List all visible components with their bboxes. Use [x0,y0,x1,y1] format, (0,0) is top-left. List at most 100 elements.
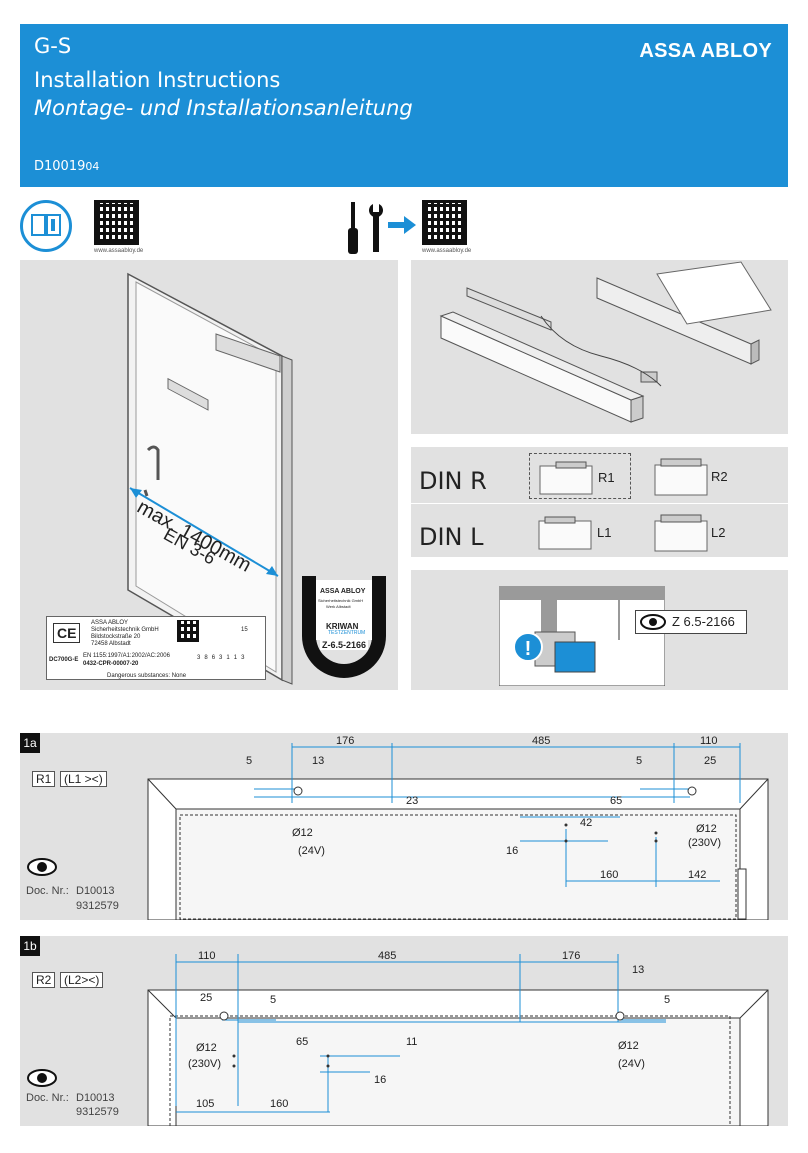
ce-digit: 1 [226,655,230,661]
dim-25: 25 [200,992,213,1004]
approval-ref: Z 6.5-2166 [672,614,735,629]
variant-l2-tag: (L2><) [60,972,104,988]
dim-13: 13 [632,964,645,976]
ce-dangerous: Dangerous substances: None [107,673,187,679]
din-l2-option[interactable]: L2 [649,509,749,555]
din-r2-option[interactable]: R2 [649,453,749,499]
arrow-right-icon [388,216,416,234]
din-r-label: DIN R [419,467,487,495]
doc-number-1: D10013 [76,885,115,897]
eye-icon [26,1068,58,1088]
dim-5-right: 5 [664,994,671,1006]
qr-code-right[interactable] [422,200,467,245]
ce-digit: 8 [204,655,208,661]
dim-5-left: 5 [246,755,253,767]
qr-caption-right: www.assaabloy.de [422,248,472,254]
brand-logo: ASSA ABLOY [639,40,772,62]
din-panel: DIN R DIN L R1 R2 L1 L2 [411,447,788,557]
variant-l1-tag: (L1 ><) [60,771,107,787]
ce-city: 72458 Albstadt [91,641,131,647]
din-l1-option[interactable]: L1 [529,509,629,555]
parts-drawing [439,261,772,423]
doc-label: Doc. Nr.: [26,1092,69,1104]
manual-book-icon [20,200,72,252]
model-name: G-S [34,34,72,58]
ce-digit: 3 [241,655,245,661]
section-1b: 1b R2 (L2><) Doc. Nr.: D10013 9312579 11… [20,936,788,1126]
eye-icon [640,614,666,630]
hole-left: Ø12 [292,827,313,839]
header-banner: G-S Installation Instructions Montage- u… [20,24,788,187]
doc-number-2: 9312579 [76,900,119,912]
door-illustration-panel: max. 1400mm EN 3-6 CE ASSA ABLOY Sicherh… [20,260,398,690]
dim-65: 65 [296,1036,309,1048]
ce-qr-code [177,620,199,642]
ce-digit: 3 [197,655,201,661]
document-title: Installation Instructions [34,68,281,92]
dim-13: 13 [312,755,325,767]
document-number: D1001904 [34,159,100,174]
voltage-left: (230V) [188,1058,222,1070]
warning-icon: ! [513,632,543,662]
din-r2-label: R2 [711,469,728,484]
dim-25: 25 [704,755,717,767]
dim-105: 105 [196,1098,215,1110]
dim-65: 65 [610,795,623,807]
tools-icon [345,200,385,258]
ce-company: ASSA ABLOY [91,620,129,626]
din-l-label: DIN L [419,523,484,551]
variant-r2-tag: R2 [32,972,56,988]
hole-left: Ø12 [196,1042,217,1054]
voltage-right: (230V) [688,837,722,849]
dim-176: 176 [562,950,581,962]
dim-110: 110 [700,735,718,747]
eye-icon [26,857,58,877]
dim-485: 485 [378,950,397,962]
voltage-left: (24V) [298,845,325,857]
dim-23: 23 [406,795,419,807]
hole-right: Ø12 [696,823,717,835]
document-subtitle: Montage- und Installationsanleitung [34,96,413,120]
step-1b-badge: 1b [20,936,40,956]
dim-5-left: 5 [270,994,277,1006]
kriwan-company: ASSA ABLOY [320,588,366,595]
frame-drawing-1b [147,954,769,1126]
kriwan-badge: ASSA ABLOY Sicherheitstechnik GmbH Werk … [296,572,392,684]
din-l1-label: L1 [597,525,612,540]
doc-number-1: D10013 [76,1092,115,1104]
din-r1-label: R1 [598,470,615,485]
dim-160: 160 [270,1098,289,1110]
ce-digit: 1 [233,655,238,661]
info-panel: ! Z 6.5-2166 [411,570,788,690]
step-1a-badge: 1a [20,733,40,753]
dim-5-right: 5 [636,755,643,767]
ce-label: CE ASSA ABLOY Sicherheitstechnik GmbH Bi… [46,616,266,680]
ce-norm: EN 1155:1997/A1:2002/AC:2006 [83,653,170,659]
kriwan-name: KRIWAN [326,622,359,631]
doc-number-2: 9312579 [76,1106,119,1118]
din-divider [411,503,788,504]
section-1a: 1a R1 (L1 ><) Doc. Nr.: D10013 9312579 1… [20,733,788,920]
hole-right: Ø12 [618,1040,639,1052]
din-l2-label: L2 [711,525,726,540]
dim-176: 176 [336,735,355,747]
qr-code-left[interactable] [94,200,139,245]
dim-160: 160 [600,869,619,881]
ce-cert: 0432-CPR-00007-20 [83,661,139,667]
din-r1-option[interactable]: R1 [529,453,631,499]
ce-model-code: DC700G-E [49,657,79,663]
ce-year: 15 [241,627,248,633]
ce-mark: CE [53,623,81,643]
kriwan-line1: Sicherheitstechnik GmbH [318,598,364,603]
kriwan-line2: Werk Albstadt [326,604,351,609]
voltage-right: (24V) [618,1058,645,1070]
doc-label: Doc. Nr.: [26,885,69,897]
dim-16: 16 [506,845,519,857]
dim-11: 11 [406,1036,418,1048]
dim-42: 42 [580,817,593,829]
door-drawing [127,272,293,685]
dim-16: 16 [374,1074,387,1086]
kriwan-sub: TESTZENTRUM [328,630,366,636]
frame-drawing-1a [147,743,769,920]
